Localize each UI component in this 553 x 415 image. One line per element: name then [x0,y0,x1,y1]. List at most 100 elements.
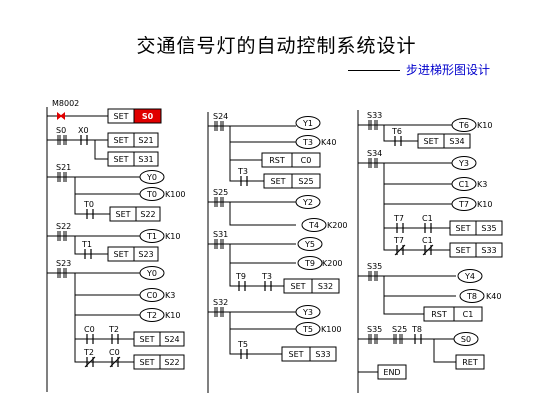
col3-rst-c1-arg-box [453,306,483,322]
col1-set-s22b-cmd: SET [139,358,154,367]
col1-set-s31-arg-box [133,151,159,167]
wire [74,295,140,316]
col3-contact-t6-label: T6 [391,127,402,136]
col3-c1-label: C1 [459,180,470,189]
col2-y5-label: Y5 [304,240,315,249]
col1-contact-t2-label: T2 [108,325,119,334]
col1-m8002-label: M8002 [52,99,79,108]
col1-k3: K3 [165,291,175,300]
col1-contact-s0-label: S0 [56,126,66,135]
col1-k10b: K10 [165,311,180,320]
wire [229,126,296,143]
wire [94,140,108,160]
col2-t3-coil [295,135,321,149]
col3-s0-coil [453,332,479,346]
col1-set-s0-arg-box [133,108,162,124]
col1-c0-label: C0 [147,291,158,300]
col3-set-s34-arg-box [443,133,471,149]
col1-set-s24-arg: S24 [164,335,179,344]
col3-c1-coil [451,177,477,191]
col3-k10b: K10 [477,200,492,209]
wire [229,160,264,182]
col1-contact-t0-label: T0 [83,200,94,209]
col3-y4-label: Y4 [464,272,475,281]
col1-set-s24-arg-box [159,331,185,347]
col1-contact-s22-label: S22 [56,222,71,231]
col1-c0-coil [139,288,165,302]
col3-s0-label: S0 [461,335,471,344]
col3-end-box [377,364,407,380]
col3-ret: RET [462,358,478,367]
col2-t5-coil [295,322,321,336]
col2-contact-t5-label: T5 [237,340,248,349]
page-subtitle: 步进梯形图设计 [406,63,491,77]
col2-set-s33-arg: S33 [315,350,330,359]
col2-set-s33-cmd: SET [288,350,303,359]
wire [229,263,284,287]
wire [383,125,418,142]
col2-contact-s24-label: S24 [213,112,228,121]
col3-set-s34-arg: S34 [449,137,464,146]
wire [229,142,262,161]
col3-t6-coil [451,118,477,132]
col1-t0-label: T0 [146,190,157,199]
col1-y0b-coil [139,266,165,280]
col1-set-s23-arg: S23 [138,250,153,259]
col2-set-s25-cmd: SET [270,177,285,186]
col3-set-s35-arg-box [475,220,503,236]
wire [229,329,282,355]
col2-contact-t3b-label: T3 [261,272,272,281]
col1-set-s22b-arg-box [159,354,185,370]
col2-k40: K40 [321,138,336,147]
col2-y5-coil [297,237,323,251]
col1-contact-x0-label: X0 [78,126,89,135]
col1-set-s21-arg-box [133,132,159,148]
col2-y2-label: Y2 [302,198,313,207]
col3-contact-t7-label: T7 [393,214,404,223]
col3-contact-t7b-label: T7 [393,236,404,245]
col3-t7-label: T7 [458,200,469,209]
col3-t8-label: T8 [466,292,477,301]
col2-contact-t9-label: T9 [235,272,246,281]
col3-set-s33b-arg-box [475,242,503,258]
col1-set-s31-arg: S31 [138,155,153,164]
col1-contact-c0b-label: C0 [109,348,120,357]
col3-set-s35-cmd: SET [455,224,470,233]
col3-rst-c1-cmd: RST [431,310,447,319]
col2-contact-s32-label: S32 [213,298,228,307]
col1-contact-t1-label: T1 [81,240,92,249]
col2-t4-coil [301,218,327,232]
col3-set-s34-cmd: SET [423,137,438,146]
col3-y4-coil [457,269,483,283]
col1-contact-t2b-label: T2 [83,348,94,357]
col3-contact-s35b-label: S35 [367,325,382,334]
col3-set-s35-arg: S35 [481,224,496,233]
col1-y0-coil [139,170,165,184]
col1-contact-t2b-nc-slash [84,356,96,368]
col3-contact-t8-label: T8 [411,325,422,334]
col1-contact-c0-label: C0 [84,325,95,334]
col1-set-s23-cmd: SET [113,250,128,259]
subtitle-rule [348,70,400,71]
col2-t4-label: T4 [308,221,319,230]
wire [383,276,456,297]
col1-contact-c0b-nc-slash [109,356,121,368]
wire [383,163,452,185]
col2-t5-label: T5 [302,325,313,334]
col3-t6-label: T6 [458,121,469,130]
col2-set-s32-cmd: SET [290,282,305,291]
col1-set-s21-arg: S21 [138,136,153,145]
col1-set-s0-cmd: SET [113,112,128,121]
col3-k3: K3 [477,180,487,189]
col1-set-s23-arg-box [133,246,159,262]
wire [229,312,296,330]
col1-set-s22-arg-box [135,206,161,222]
page-title: 交通信号灯的自动控制系统设计 [136,35,417,57]
col1-t2-label: T2 [146,311,157,320]
col1-t1-coil [139,229,165,243]
col1-y0-label: Y0 [146,173,157,182]
col2-t9-coil [297,256,323,270]
col3-contact-s33-label: S33 [367,111,382,120]
wire [229,244,296,264]
